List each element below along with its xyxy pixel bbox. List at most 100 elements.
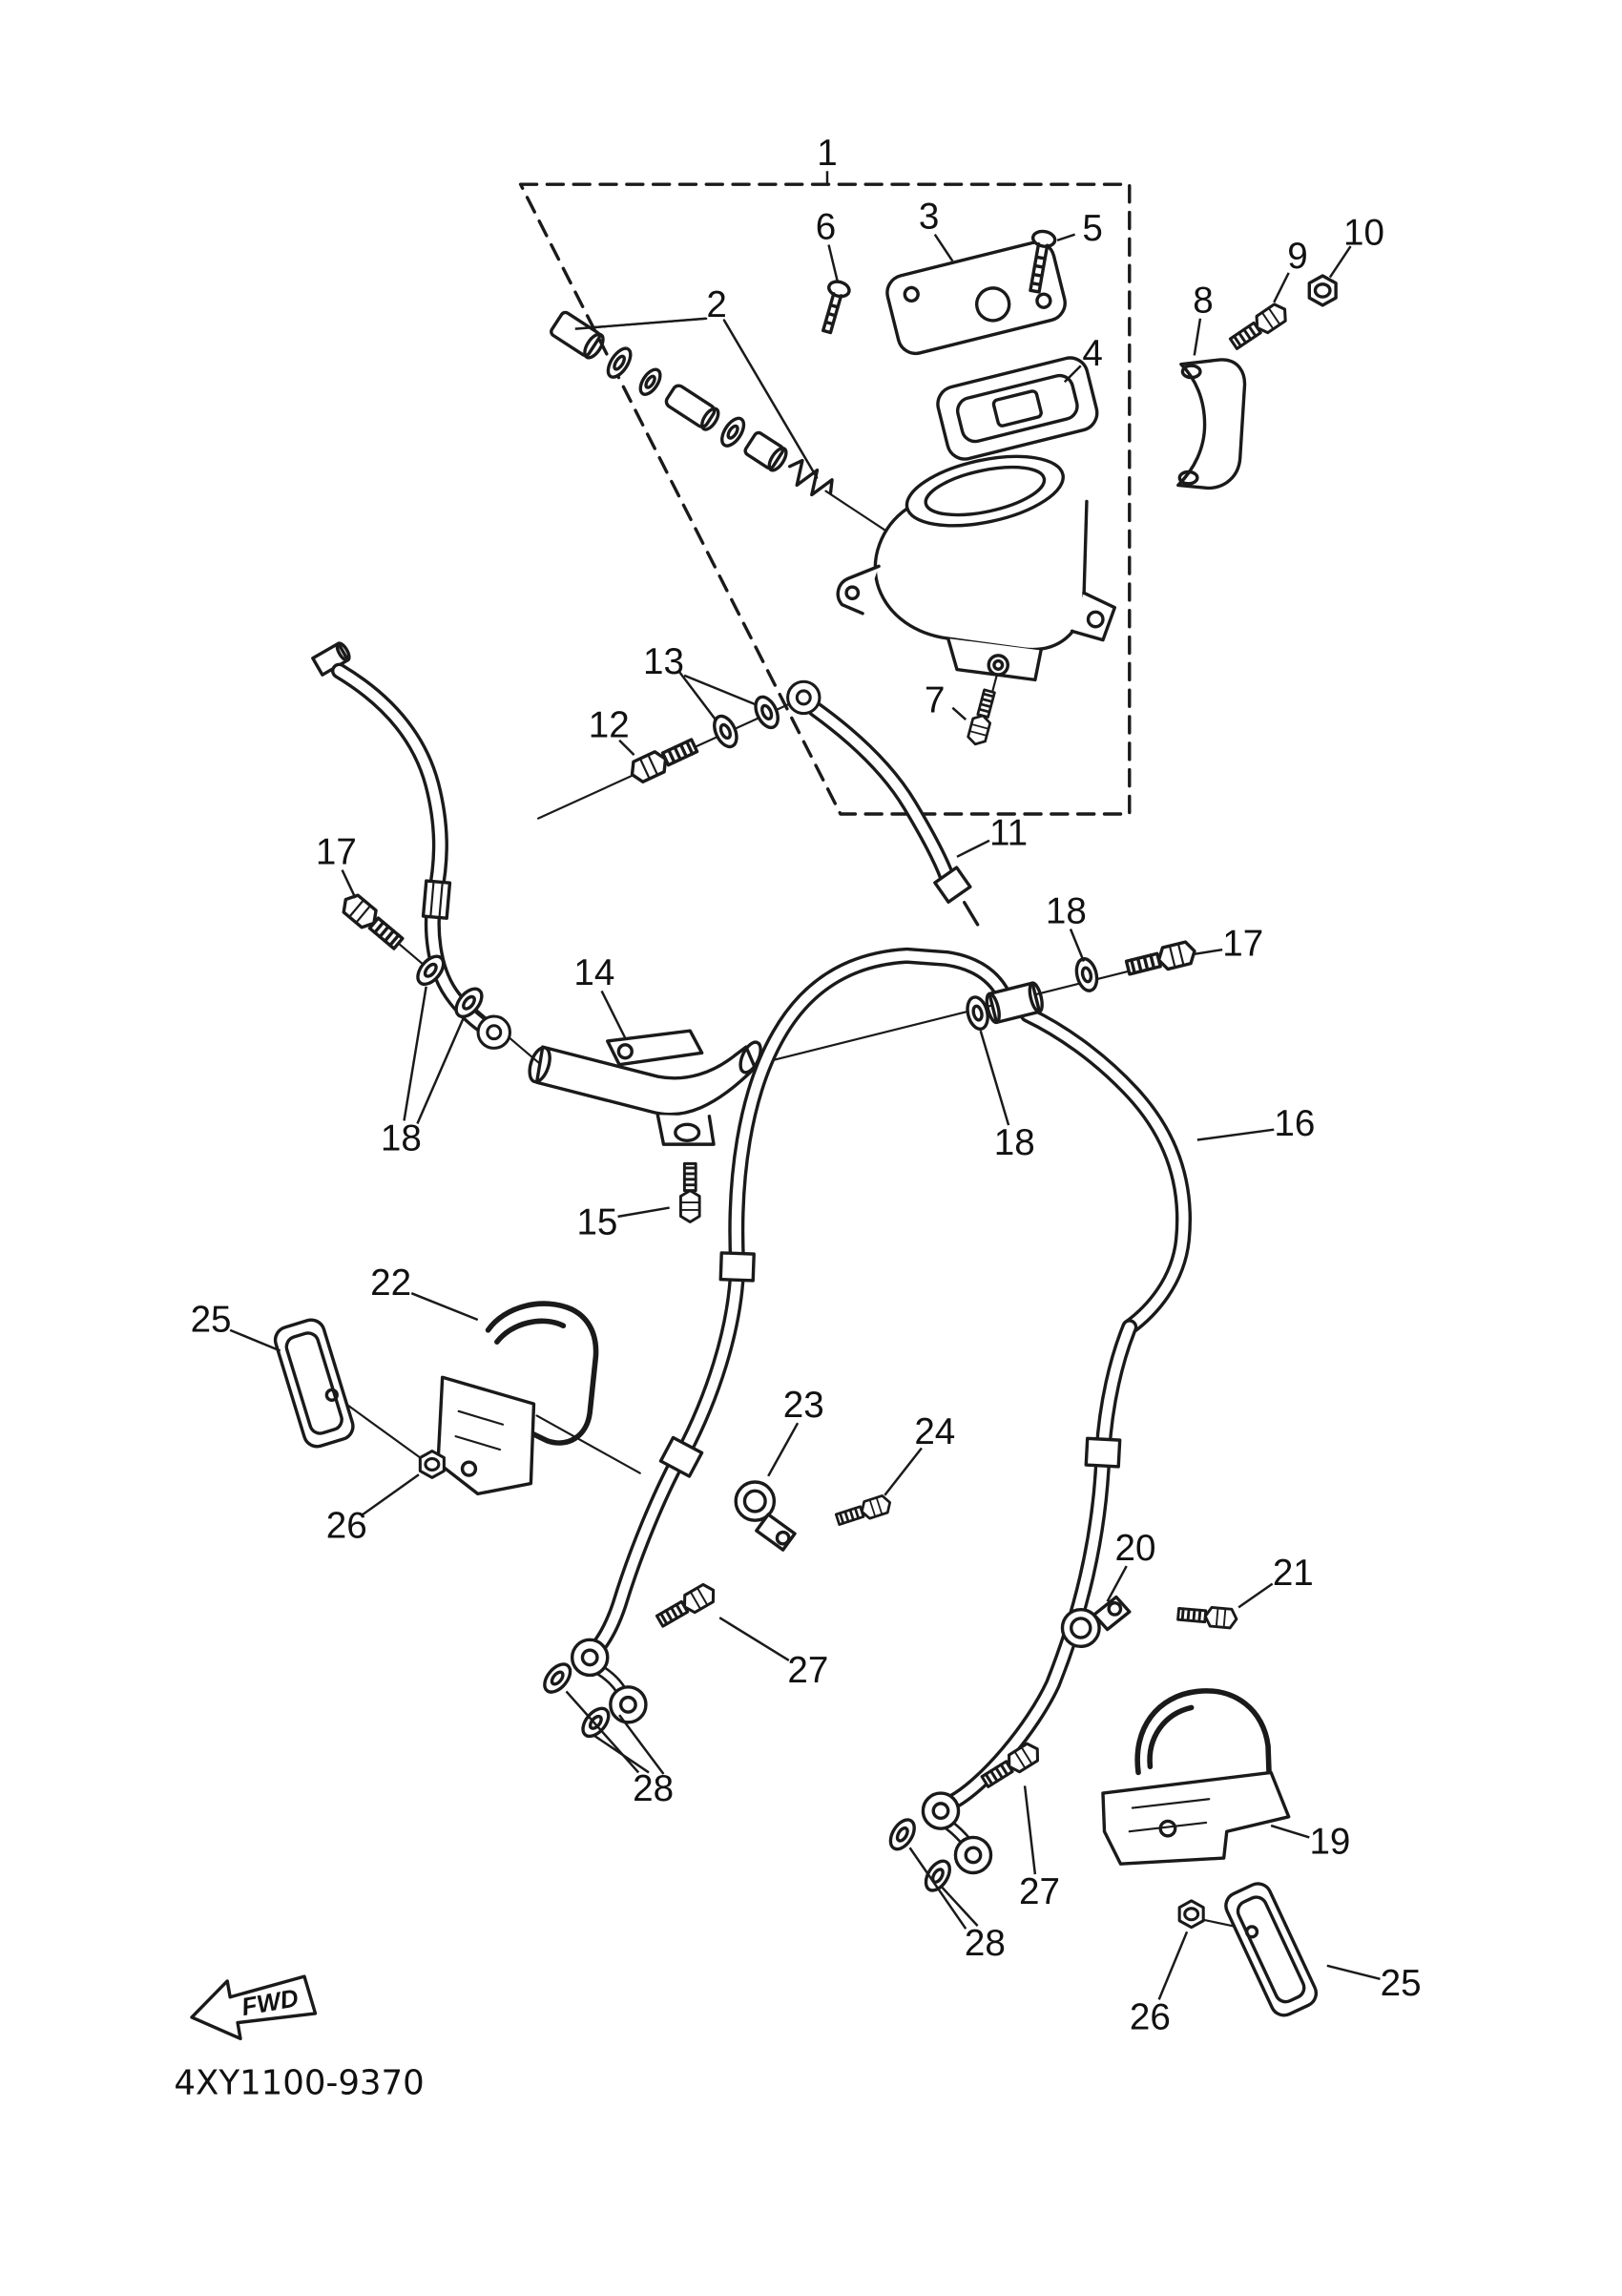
callout-13: 13 bbox=[643, 641, 684, 682]
leader-line-8 bbox=[1193, 318, 1202, 356]
callout-6: 6 bbox=[816, 206, 836, 247]
brake-hose-11 bbox=[786, 679, 980, 927]
union-bolt-17-right bbox=[1123, 938, 1199, 980]
leader-line-17 bbox=[341, 869, 357, 899]
leader-line-14 bbox=[600, 990, 627, 1039]
leader-line-20 bbox=[1106, 1565, 1128, 1602]
leader-line-19 bbox=[1270, 1824, 1310, 1839]
leader-line-24 bbox=[884, 1447, 923, 1496]
union-bolt-17-left bbox=[337, 888, 407, 954]
bracket-19 bbox=[1101, 1688, 1291, 1866]
leader-line-28 bbox=[593, 1734, 650, 1774]
callout-28: 28 bbox=[965, 1923, 1006, 1964]
bolt-24 bbox=[833, 1492, 894, 1530]
callout-16: 16 bbox=[1274, 1103, 1315, 1144]
leader-line-9 bbox=[1273, 272, 1290, 303]
leader-line-18 bbox=[416, 1018, 465, 1124]
leader-line-21 bbox=[1237, 1582, 1274, 1609]
leader-line-13 bbox=[683, 674, 758, 706]
callout-9: 9 bbox=[1287, 236, 1307, 277]
hose-end-right bbox=[921, 1791, 993, 1875]
cap-screw-6 bbox=[821, 280, 851, 335]
leader-line-28 bbox=[941, 1887, 979, 1927]
callout-26: 26 bbox=[326, 1506, 367, 1547]
leader-line-6 bbox=[827, 244, 840, 282]
callout-14: 14 bbox=[573, 952, 614, 993]
washer-13 bbox=[749, 692, 784, 733]
leader-line-28 bbox=[565, 1690, 640, 1774]
leader-line-5 bbox=[1056, 233, 1075, 242]
leader-line-3 bbox=[933, 234, 954, 262]
union-bolt-12 bbox=[625, 734, 701, 786]
leader-line-2 bbox=[722, 319, 819, 479]
callout-25: 25 bbox=[1381, 1963, 1422, 2004]
callout-5: 5 bbox=[1082, 208, 1102, 249]
leader-line-7 bbox=[951, 706, 967, 721]
callout-23: 23 bbox=[783, 1385, 824, 1426]
washer-18 bbox=[1071, 954, 1102, 995]
leader-line-11 bbox=[956, 839, 990, 858]
pipe-junction-fitting bbox=[985, 981, 1044, 1025]
callout-1: 1 bbox=[817, 133, 837, 174]
callout-18: 18 bbox=[994, 1122, 1035, 1163]
cap-screw-5 bbox=[1029, 229, 1057, 294]
leader-line-18 bbox=[403, 986, 427, 1121]
left-brake-hose bbox=[311, 641, 511, 1050]
leader-line-28 bbox=[618, 1714, 665, 1775]
bolt-9 bbox=[1226, 299, 1292, 354]
callout-20: 20 bbox=[1114, 1528, 1155, 1569]
leader-line-27 bbox=[718, 1617, 790, 1662]
piston-kit bbox=[550, 310, 834, 497]
leader-line-15 bbox=[617, 1206, 670, 1219]
leader-line-18 bbox=[1069, 929, 1086, 962]
reflector-25-right bbox=[1224, 1882, 1319, 2017]
callout-4: 4 bbox=[1082, 333, 1102, 374]
washer-28 bbox=[537, 1658, 577, 1699]
callout-26: 26 bbox=[1130, 1996, 1171, 2037]
callout-28: 28 bbox=[633, 1768, 674, 1809]
callout-17: 17 bbox=[316, 832, 357, 873]
leader-line-22 bbox=[410, 1292, 479, 1322]
callout-3: 3 bbox=[919, 197, 939, 238]
diagram-code: 4XY1100-9370 bbox=[174, 2063, 424, 2102]
leader-line-28 bbox=[908, 1847, 967, 1930]
bracket-22 bbox=[436, 1301, 599, 1496]
leader-line-23 bbox=[767, 1422, 800, 1477]
reflector-stud-left bbox=[324, 1388, 339, 1402]
reservoir-cap bbox=[885, 240, 1067, 356]
callout-15: 15 bbox=[576, 1201, 617, 1242]
callout-25: 25 bbox=[191, 1299, 232, 1340]
callout-24: 24 bbox=[914, 1411, 955, 1452]
reflector-stud-right bbox=[1244, 1925, 1259, 1939]
callout-8: 8 bbox=[1193, 281, 1213, 322]
clamp-20 bbox=[1060, 1595, 1132, 1649]
leader-line-27 bbox=[1023, 1785, 1037, 1875]
callout-21: 21 bbox=[1273, 1553, 1314, 1594]
bolt-7 bbox=[965, 687, 1000, 748]
union-bolt-27-left bbox=[653, 1579, 720, 1632]
brake-pipe-16 bbox=[592, 955, 1184, 1802]
fwd-arrow-icon: FWD bbox=[190, 1974, 318, 2041]
bolt-15 bbox=[678, 1161, 701, 1223]
leader-line-18 bbox=[979, 1030, 1010, 1126]
three-way-joint-14 bbox=[528, 1029, 762, 1146]
leader-line-26 bbox=[1157, 1931, 1189, 2000]
callout-2: 2 bbox=[706, 284, 726, 325]
leader-line-16 bbox=[1196, 1128, 1275, 1141]
master-cylinder-body bbox=[836, 454, 1117, 682]
leader-line-25 bbox=[229, 1328, 281, 1352]
leader-line-12 bbox=[618, 739, 635, 757]
callout-12: 12 bbox=[589, 705, 630, 746]
callout-11: 11 bbox=[989, 812, 1028, 853]
callout-7: 7 bbox=[925, 679, 945, 720]
leader-line-26 bbox=[362, 1473, 420, 1516]
callout-27: 27 bbox=[1019, 1871, 1060, 1912]
callout-17: 17 bbox=[1222, 923, 1263, 964]
callout-18: 18 bbox=[1046, 890, 1087, 931]
leader-line-25 bbox=[1326, 1964, 1381, 1980]
bracket22-to-pipe-line bbox=[535, 1414, 641, 1474]
leader-line-17 bbox=[1194, 948, 1223, 956]
